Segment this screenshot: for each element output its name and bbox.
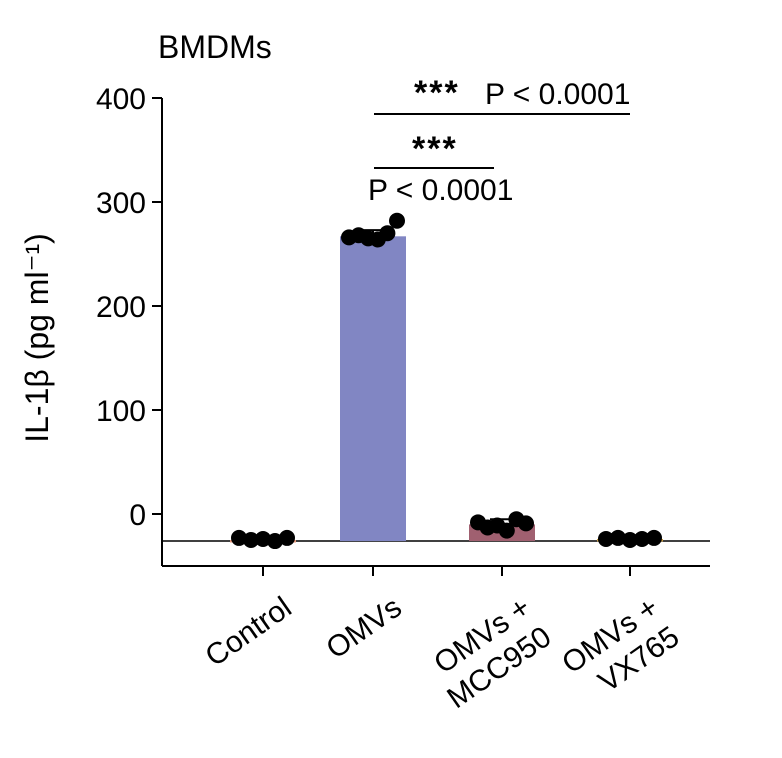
x-tick-label: Control [199,591,297,674]
data-point [634,530,650,547]
data-point [610,529,626,546]
data-point [279,529,295,546]
y-tick-label: 200 [96,291,146,324]
data-point [622,532,638,548]
x-tick-label-group: OMVs +MCC950 [428,591,557,715]
data-point [379,225,396,242]
y-tick-label: 0 [129,499,146,532]
x-tick-label: OMVs [320,591,407,666]
p-value: P < 0.0001 [368,174,513,207]
x-tick-label-group: OMVs +VX765 [556,591,685,699]
x-tick-label-group: OMVs [320,591,407,666]
data-point [646,529,662,546]
bar [340,236,406,542]
significance-stars: *** [414,74,460,112]
data-point [231,529,247,546]
data-point [255,530,271,547]
y-axis-title: IL-1β (pg ml⁻¹) [19,233,55,443]
data-point [498,522,515,539]
data-point [389,212,405,229]
chart-title: BMDMs [158,29,272,65]
significance-stars: *** [412,130,458,168]
x-tick-label-group: Control [199,591,297,674]
data-point [598,530,614,547]
data-point [518,515,534,532]
y-tick-label: 100 [96,395,146,428]
y-tick-label: 300 [96,187,146,220]
data-point [267,533,283,550]
p-value: P < 0.0001 [485,78,630,111]
data-point [243,532,259,548]
y-axis-title-group: IL-1β (pg ml⁻¹) [19,233,55,443]
y-tick-label: 400 [96,83,146,116]
